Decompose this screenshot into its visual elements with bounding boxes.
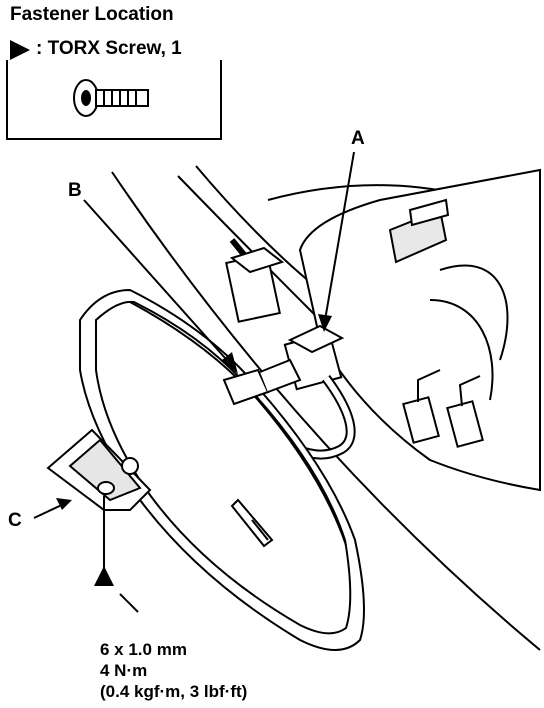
arrow-b-icon (222, 352, 238, 374)
leader-spec (119, 593, 139, 613)
callout-a: A (351, 128, 365, 149)
overhead-console (298, 168, 541, 492)
torx-screw-icon (73, 79, 149, 117)
spec-torque-nm: 4 N·m (100, 661, 148, 680)
legend-label: : TORX Screw, 1 (36, 38, 182, 59)
torx-location-marker-icon (94, 566, 114, 586)
spec-size: 6 x 1.0 mm (100, 640, 187, 659)
spec-torque-alt: (0.4 kgf·m, 3 lbf·ft) (100, 682, 248, 701)
callout-leaders (33, 151, 355, 613)
mirror-mount-base (46, 358, 302, 511)
leader-b (83, 199, 235, 369)
leader-a (323, 151, 355, 327)
arrow-a-icon (318, 314, 332, 332)
arrow-c-icon (56, 498, 72, 510)
rearview-mirror (79, 288, 365, 651)
callout-b: B (68, 180, 82, 201)
diagram-title: Fastener Location (10, 4, 174, 25)
legend-box (6, 60, 222, 140)
callout-c: C (8, 510, 22, 531)
triangle-marker-icon (10, 40, 30, 60)
